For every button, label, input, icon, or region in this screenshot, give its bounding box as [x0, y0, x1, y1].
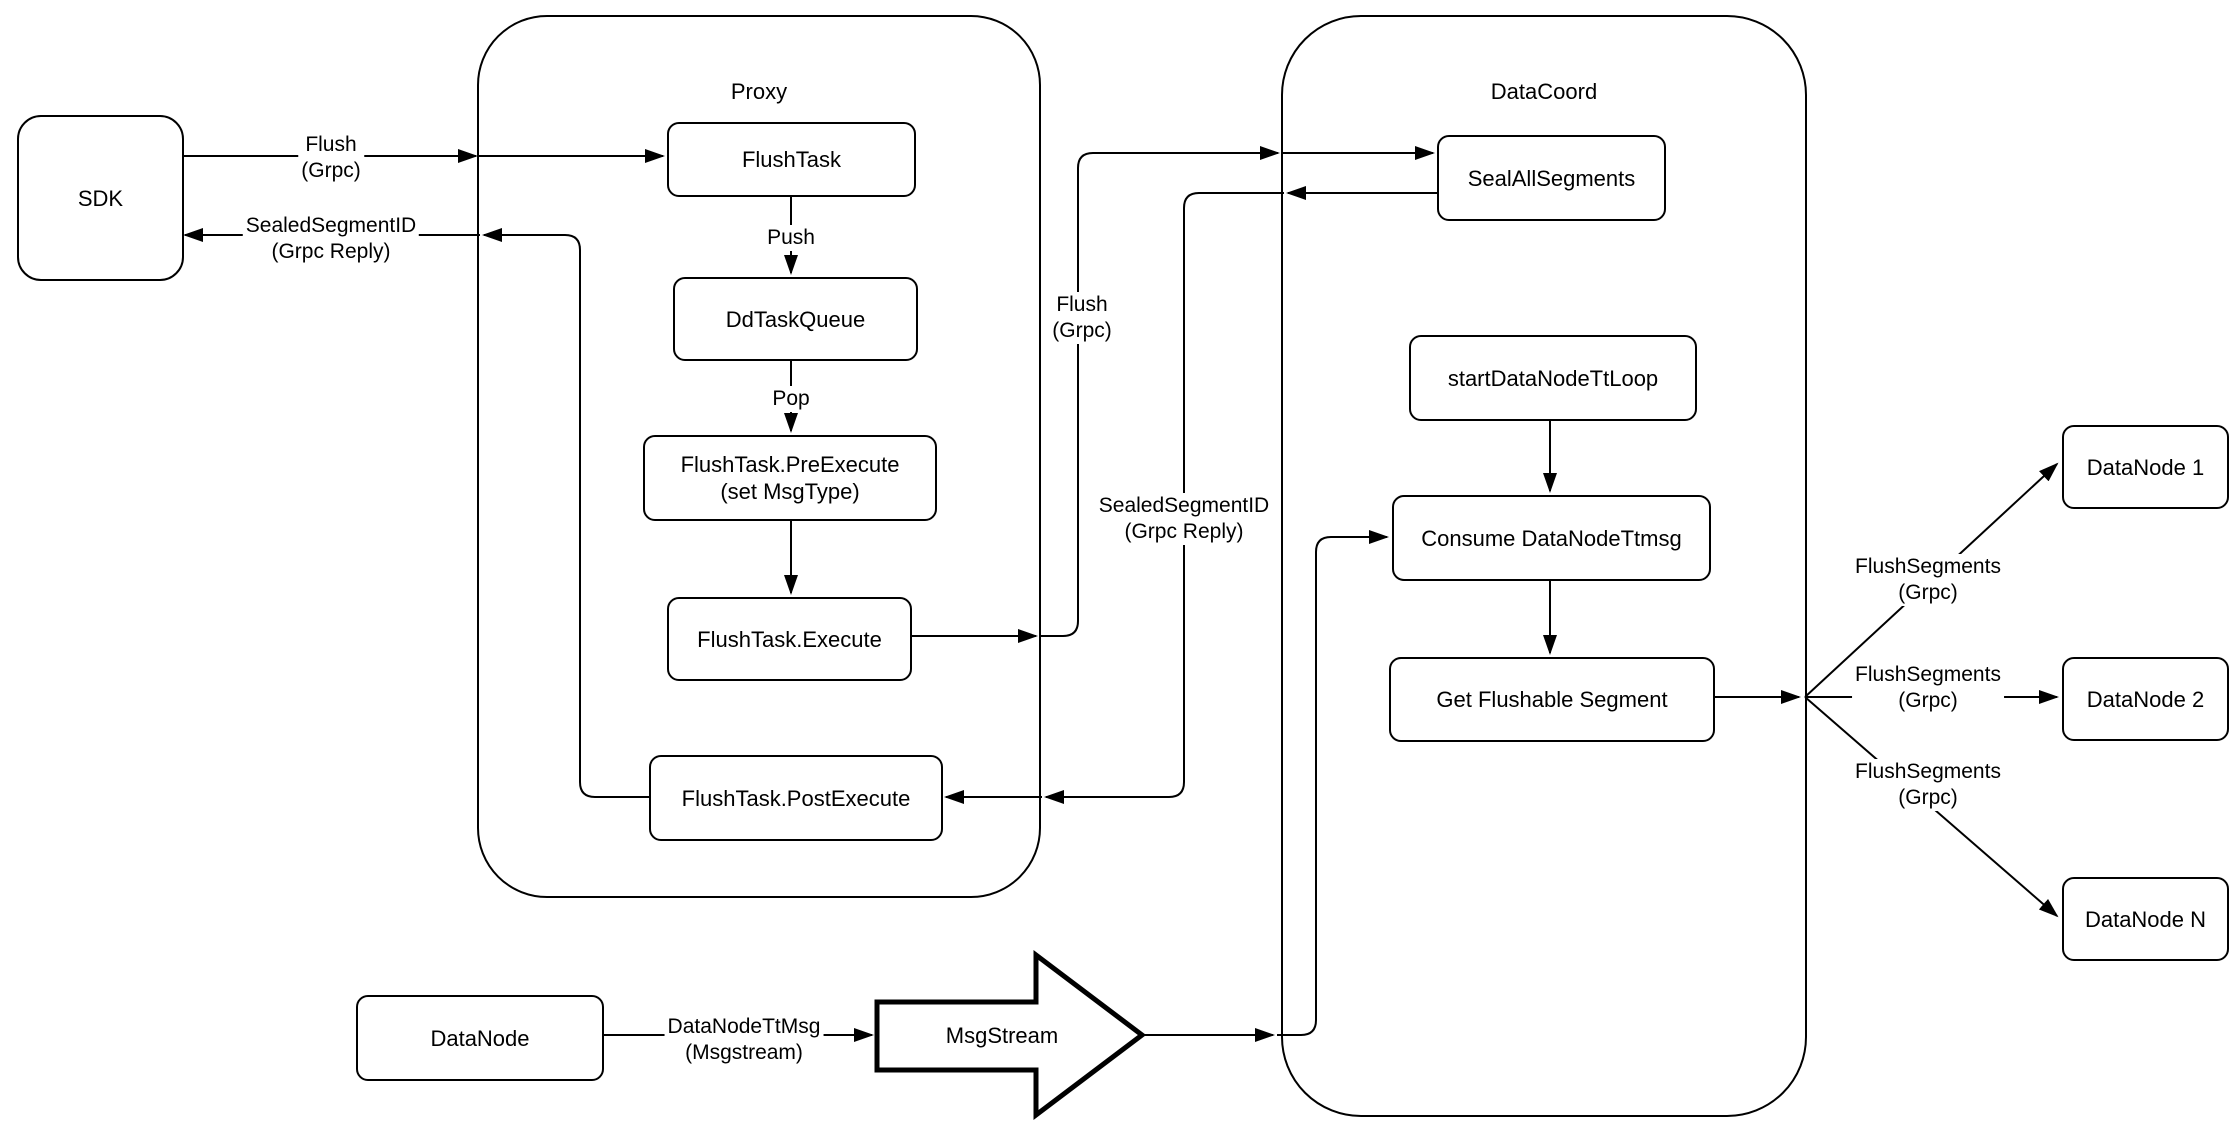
node-flushtask-execute-label: FlushTask.Execute	[697, 626, 882, 652]
node-datanode: DataNode	[356, 995, 604, 1081]
datacoord-container-title: DataCoord	[1490, 79, 1598, 104]
edge-postexecute-to-proxy-edge	[482, 228, 649, 798]
edge-label-flush-grpc-sdk: Flush (Grpc)	[298, 132, 364, 184]
node-datanode-n: DataNode N	[2062, 877, 2229, 961]
proxy-container-title: Proxy	[730, 79, 788, 104]
edge-label-flushsegments-n: FlushSegments (Grpc)	[1852, 759, 2004, 811]
edge-label-sealedsegmentid-sdk: SealedSegmentID (Grpc Reply)	[242, 213, 420, 265]
datacoord-container: DataCoord	[1281, 15, 1807, 1117]
node-ddtaskqueue-label: DdTaskQueue	[725, 306, 866, 332]
edge-label-push: Push	[764, 225, 818, 251]
proxy-container: Proxy	[477, 15, 1041, 898]
node-flushtask-postexecute-label: FlushTask.PostExecute	[681, 785, 911, 811]
edge-label-sealedsegmentid-proxy: SealedSegmentID (Grpc Reply)	[1095, 493, 1273, 545]
node-startdatanodettloop-label: startDataNodeTtLoop	[1447, 365, 1659, 391]
msgstream-label: MsgStream	[945, 1023, 1059, 1048]
node-get-flushable-segment: Get Flushable Segment	[1389, 657, 1715, 742]
node-consume-datanodettmsg-label: Consume DataNodeTtmsg	[1421, 525, 1682, 551]
node-flushtask-postexecute: FlushTask.PostExecute	[649, 755, 943, 841]
edge-label-pop: Pop	[769, 386, 813, 412]
node-ddtaskqueue: DdTaskQueue	[673, 277, 918, 361]
node-flushtask: FlushTask	[667, 122, 916, 197]
msgstream-arrow-shape	[874, 949, 1147, 1121]
node-flushtask-preexecute-label-line1: FlushTask.PreExecute	[680, 452, 900, 477]
node-datanode-2: DataNode 2	[2062, 657, 2229, 741]
node-sdk-label: SDK	[77, 185, 124, 211]
node-datanode-1-label: DataNode 1	[2086, 454, 2205, 480]
node-get-flushable-segment-label: Get Flushable Segment	[1436, 687, 1668, 712]
edge-label-datanodettmsg: DataNodeTtMsg (Msgstream)	[664, 1014, 824, 1066]
edge-label-flushsegments-2: FlushSegments (Grpc)	[1852, 662, 2004, 714]
node-startdatanodettloop: startDataNodeTtLoop	[1409, 335, 1697, 421]
edge-label-flushsegments-1: FlushSegments (Grpc)	[1852, 554, 2004, 606]
edge-datacoord-edge-to-consume	[1277, 530, 1389, 1036]
node-datanode-1: DataNode 1	[2062, 425, 2229, 509]
node-flushtask-label: FlushTask	[741, 147, 842, 172]
node-sealallsegments: SealAllSegments	[1437, 135, 1666, 221]
node-datanode-label: DataNode	[430, 1025, 530, 1051]
node-datanode-2-label: DataNode 2	[2086, 686, 2205, 712]
edge-flush-up-to-datacoord-edge	[1040, 146, 1280, 637]
node-sealallsegments-label: SealAllSegments	[1467, 165, 1636, 191]
node-sdk: SDK	[17, 115, 184, 281]
node-datanode-n-label: DataNode N	[2084, 906, 2207, 932]
node-flushtask-preexecute: FlushTask.PreExecute (set MsgType)	[643, 435, 937, 521]
node-flushtask-execute: FlushTask.Execute	[667, 597, 912, 681]
node-flushtask-preexecute-label-line2: (set MsgType)	[720, 479, 860, 504]
node-consume-datanodettmsg: Consume DataNodeTtmsg	[1392, 495, 1711, 581]
edge-label-flush-grpc-datacoord: Flush (Grpc)	[1049, 292, 1115, 344]
